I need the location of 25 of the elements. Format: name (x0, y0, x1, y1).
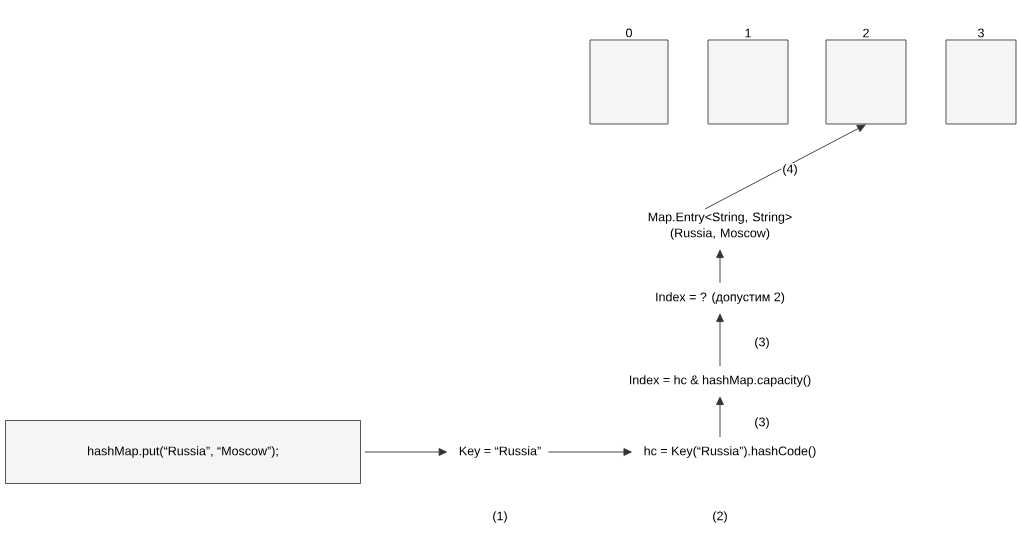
node-label: 0 (626, 28, 632, 38)
step-text: Index = ? (допустим 2) (656, 292, 785, 304)
node-label: 3 (977, 28, 984, 38)
step-text: Map.Entry<String, String> (Russia, Moscow) (648, 212, 792, 240)
step-text: hc = Key(“Russia”).hashCode() (644, 446, 816, 458)
node-label: 1 (745, 28, 751, 38)
edge-label: (4) (781, 163, 799, 177)
array-slot: 3 (945, 28, 1017, 125)
arrow (716, 313, 724, 367)
arrow (364, 448, 447, 456)
array-slot: 1 (707, 28, 789, 125)
edge-label: (3) (753, 416, 771, 430)
step-number: (2) (713, 511, 727, 523)
arrow (704, 124, 866, 210)
step-number: (1) (493, 511, 507, 523)
process-box: hashMap.put(“Russia”, “Moscow”); (5, 420, 361, 484)
step-text: Key = “Russia” (459, 446, 541, 458)
array-slot: 0 (589, 28, 669, 125)
node-label: 2 (863, 28, 869, 38)
step-text: Index = hc & hashMap.capacity() (629, 375, 811, 387)
arrow (716, 249, 724, 284)
arrow (716, 396, 724, 438)
edge-label: (3) (753, 336, 771, 350)
array-slot: 2 (825, 28, 907, 125)
arrow (547, 448, 632, 456)
